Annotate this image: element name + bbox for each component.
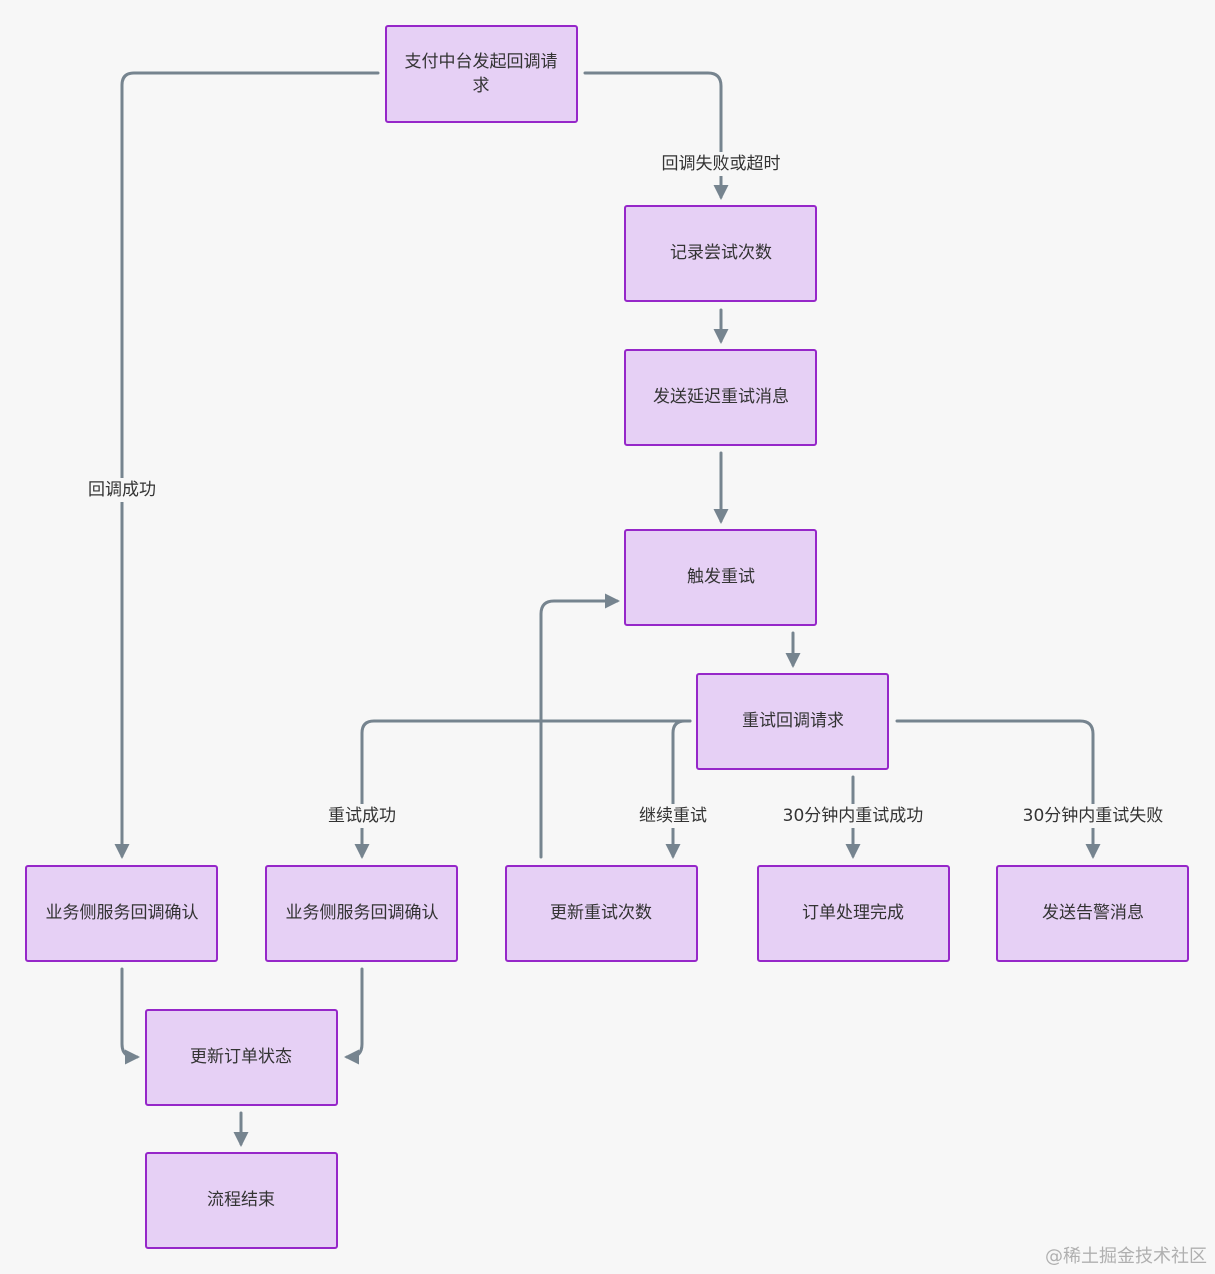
node-update-status-label: 更新订单状态 — [190, 1047, 292, 1067]
node-start-label: 支付中台发起回调请求 — [405, 52, 558, 96]
node-start[interactable]: 支付中台发起回调请求 — [385, 25, 578, 123]
node-end[interactable]: 流程结束 — [145, 1152, 338, 1249]
node-confirm-mid-label: 业务侧服务回调确认 — [286, 903, 439, 923]
nodes: 支付中台发起回调请求 记录尝试次数 发送延迟重试消息 触发重试 重试回调请求 业… — [25, 25, 1189, 1249]
edge-label-success: 回调成功 — [88, 480, 156, 500]
edge-confirm-left-to-update-status — [120, 967, 140, 1065]
node-alert-label: 发送告警消息 — [1042, 903, 1144, 923]
edge-confirm-mid-to-update-status — [344, 967, 364, 1065]
edge-retry-to-confirm-mid — [354, 719, 692, 859]
node-confirm-left-label: 业务侧服务回调确认 — [46, 903, 199, 923]
edge-label-fail-timeout: 回调失败或超时 — [662, 154, 781, 174]
node-update-status[interactable]: 更新订单状态 — [145, 1009, 338, 1106]
node-update-count-label: 更新重试次数 — [550, 903, 652, 923]
node-end-label: 流程结束 — [207, 1190, 275, 1210]
node-update-count[interactable]: 更新重试次数 — [505, 865, 698, 962]
edge-start-to-record — [583, 71, 729, 200]
edge-label-fail-30: 30分钟内重试失败 — [1023, 806, 1164, 826]
node-confirm-left[interactable]: 业务侧服务回调确认 — [25, 865, 218, 962]
edge-start-to-confirm-left — [114, 71, 380, 859]
watermark: @稀土掘金技术社区 — [1045, 1246, 1207, 1267]
node-order-done[interactable]: 订单处理完成 — [757, 865, 950, 962]
node-record[interactable]: 记录尝试次数 — [624, 205, 817, 302]
edge-retry-to-alert — [895, 719, 1101, 859]
edges — [114, 71, 1101, 1147]
node-order-done-label: 订单处理完成 — [802, 903, 904, 923]
node-retry-request[interactable]: 重试回调请求 — [696, 673, 889, 770]
edge-retry-to-update-count — [665, 719, 692, 859]
node-retry-request-label: 重试回调请求 — [742, 711, 844, 731]
edge-labels: 回调成功 回调失败或超时 重试成功 继续重试 30分钟内重试成功 30分钟内重试… — [84, 152, 1169, 828]
node-send-delay[interactable]: 发送延迟重试消息 — [624, 349, 817, 446]
node-trigger[interactable]: 触发重试 — [624, 529, 817, 626]
node-record-label: 记录尝试次数 — [670, 243, 772, 263]
edge-update-count-to-trigger — [539, 593, 620, 859]
edge-label-continue-retry: 继续重试 — [639, 806, 707, 826]
edge-label-success-30: 30分钟内重试成功 — [783, 806, 924, 826]
node-send-delay-label: 发送延迟重试消息 — [653, 387, 789, 407]
node-trigger-label: 触发重试 — [687, 567, 755, 587]
edge-label-retry-success: 重试成功 — [328, 806, 396, 826]
node-confirm-mid[interactable]: 业务侧服务回调确认 — [265, 865, 458, 962]
node-alert[interactable]: 发送告警消息 — [996, 865, 1189, 962]
